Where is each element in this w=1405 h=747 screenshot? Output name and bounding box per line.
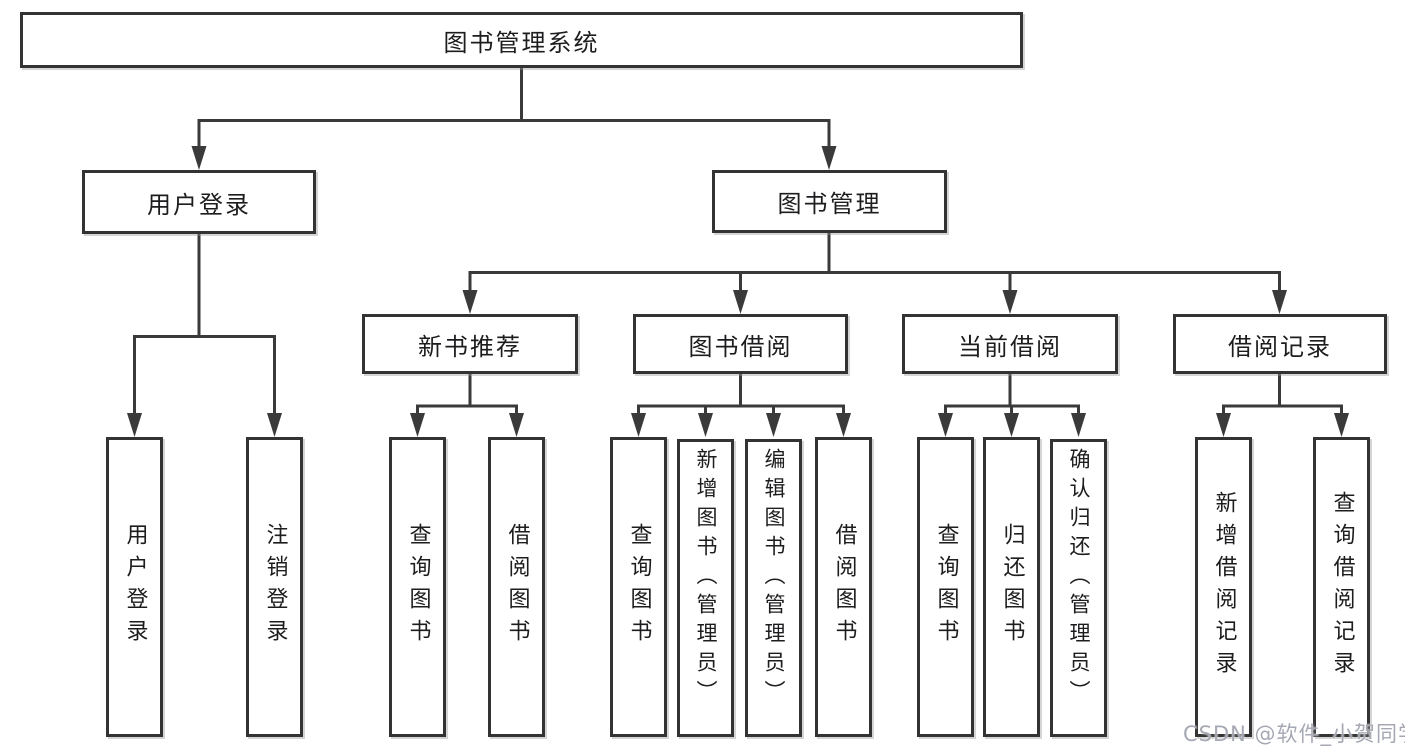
node-root-label: 图书管理系统: [443, 28, 600, 57]
leaf-user-login: 用户登录: [106, 437, 163, 737]
leaf-user-login-label: 用户登录: [122, 523, 148, 651]
node-root: 图书管理系统: [20, 12, 1023, 68]
leaf-edit-book-admin: 编辑图书（管理员）: [745, 439, 802, 737]
leaf-logout-label: 注销登录: [262, 523, 288, 651]
leaf-query-books-current-label: 查询图书: [933, 523, 959, 651]
leaf-query-books-borrow-label: 查询图书: [626, 523, 652, 651]
node-user-login-label: 用户登录: [147, 190, 251, 219]
leaf-borrow-books-recommend-label: 借阅图书: [504, 523, 530, 651]
leaf-edit-book-admin-label: 编辑图书（管理员）: [762, 448, 786, 709]
leaf-confirm-return-admin: 确认归还（管理员）: [1050, 439, 1107, 737]
leaf-return-book-label: 归还图书: [999, 523, 1025, 651]
leaf-add-book-admin: 新增图书（管理员）: [677, 439, 734, 737]
node-current-borrow-label: 当前借阅: [958, 332, 1062, 361]
leaf-borrow-books-borrow-label: 借阅图书: [831, 523, 857, 651]
leaf-add-borrow-record-label: 新增借阅记录: [1211, 491, 1237, 683]
csdn-watermark: CSDN @软件_小贺同学: [1183, 722, 1405, 746]
leaf-query-borrow-record: 查询借阅记录: [1313, 437, 1370, 737]
leaf-query-borrow-record-label: 查询借阅记录: [1329, 491, 1355, 683]
leaf-borrow-books-recommend: 借阅图书: [488, 437, 545, 737]
node-new-book-recommend: 新书推荐: [362, 314, 578, 374]
node-new-book-recommend-label: 新书推荐: [418, 332, 522, 361]
leaf-add-book-admin-label: 新增图书（管理员）: [694, 448, 718, 709]
node-book-borrow-label: 图书借阅: [688, 332, 793, 361]
node-borrow-records: 借阅记录: [1173, 314, 1387, 374]
leaf-query-books-recommend: 查询图书: [389, 437, 446, 737]
node-book-borrow: 图书借阅: [633, 314, 848, 374]
node-book-management: 图书管理: [712, 170, 947, 233]
leaf-logout: 注销登录: [246, 437, 303, 737]
node-user-login: 用户登录: [82, 170, 316, 234]
node-book-management-label: 图书管理: [777, 190, 882, 218]
leaf-query-books-borrow: 查询图书: [610, 437, 667, 737]
leaf-add-borrow-record: 新增借阅记录: [1195, 437, 1252, 737]
node-borrow-records-label: 借阅记录: [1228, 332, 1332, 361]
leaf-query-books-current: 查询图书: [917, 437, 974, 737]
leaf-query-books-recommend-label: 查询图书: [405, 523, 431, 651]
leaf-borrow-books-borrow: 借阅图书: [815, 437, 872, 737]
leaf-return-book: 归还图书: [983, 437, 1040, 737]
leaf-confirm-return-admin-label: 确认归还（管理员）: [1067, 448, 1091, 709]
node-current-borrow: 当前借阅: [902, 314, 1118, 374]
